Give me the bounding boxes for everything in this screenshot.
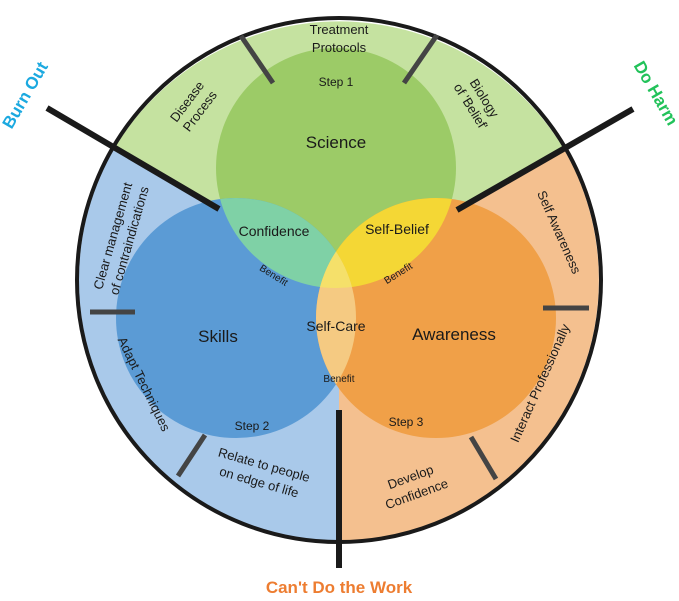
cant-do-work-label: Can't Do the Work	[266, 578, 413, 597]
self-care-benefit: Benefit	[323, 374, 354, 385]
ring-tick	[401, 33, 440, 85]
science-title: Science	[306, 133, 366, 152]
confidence-overlap	[216, 198, 356, 288]
ring-tick	[468, 435, 499, 481]
ring-tick	[238, 34, 276, 85]
burn-out-label: Burn Out	[0, 58, 52, 132]
confidence-title: Confidence	[239, 223, 310, 239]
science-step: Step 1	[319, 75, 354, 89]
burn-out-divider	[45, 105, 221, 212]
skills-title: Skills	[198, 327, 238, 346]
do-harm-divider	[455, 106, 635, 213]
ring-label-line: Protocols	[312, 40, 367, 55]
self-care-title: Self-Care	[306, 318, 365, 334]
do-harm-label: Do Harm	[630, 58, 679, 129]
awareness-step: Step 3	[389, 415, 424, 429]
skills-step: Step 2	[235, 419, 270, 433]
self-belief-title: Self-Belief	[365, 221, 429, 237]
ring-label-line: Treatment	[310, 22, 369, 37]
self-belief-overlap	[316, 198, 456, 288]
treatment-protocols-label: Treatment Protocols	[310, 22, 369, 55]
ring-tick	[175, 433, 208, 478]
awareness-title: Awareness	[412, 325, 496, 344]
